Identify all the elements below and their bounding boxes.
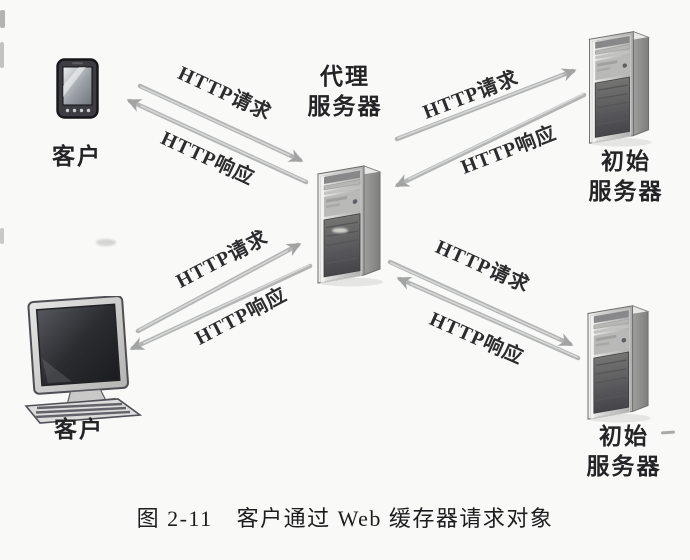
smartphone-icon — [56, 58, 99, 119]
figure-caption: 图 2-11 客户通过 Web 缓存器请求对象 — [0, 501, 690, 533]
proxy-server-label: 代理 服务器 — [299, 62, 391, 122]
origin-server-top-label-line2: 服务器 — [588, 179, 664, 204]
link-label-request-clientbottom: HTTP请求 — [172, 225, 272, 293]
origin-server-bottom-label-line1: 初始 — [599, 424, 649, 449]
link-label-request-clienttop: HTTP请求 — [174, 61, 275, 125]
client-bottom-label: 客户 — [54, 417, 104, 442]
scan-artifact — [0, 10, 5, 28]
proxy-server-tower-icon — [316, 165, 384, 287]
figure-caption-number: 图 2-11 — [136, 506, 213, 531]
scan-artifact — [0, 228, 4, 244]
origin-server-top-label: 初始 服务器 — [578, 147, 674, 207]
origin-server-top-label-line1: 初始 — [601, 149, 651, 174]
origin-server-bottom-label: 初始 服务器 — [576, 422, 672, 482]
figure-caption-title: 客户通过 Web 缓存器请求对象 — [236, 506, 554, 531]
client-top-label: 客户 — [52, 144, 102, 169]
proxy-server-label-line2: 服务器 — [307, 94, 383, 119]
proxy-server-label-line1: 代理 — [320, 64, 370, 89]
scan-artifact — [0, 42, 4, 68]
scan-smudge — [96, 239, 116, 246]
origin-server-bottom-label-line2: 服务器 — [586, 454, 662, 479]
origin-server-bottom-tower-icon — [586, 305, 652, 423]
desktop-computer-icon — [24, 296, 143, 424]
arrow-sheen-lines — [138, 74, 584, 358]
origin-server-top-tower-icon — [587, 30, 653, 147]
scan-smudge — [332, 228, 348, 233]
